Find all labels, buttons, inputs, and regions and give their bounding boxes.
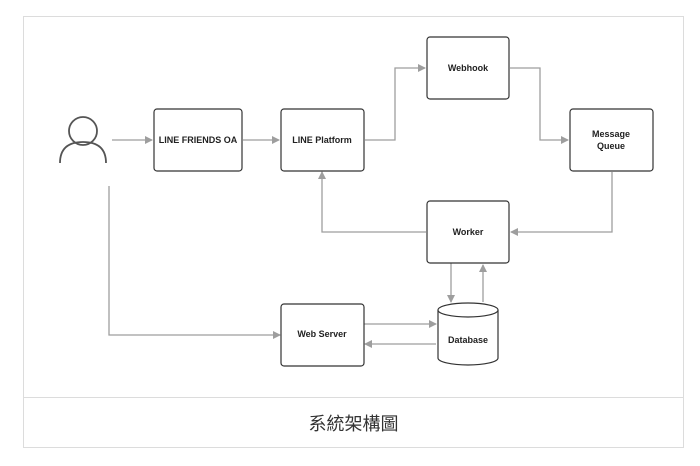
node-database: Database	[437, 302, 499, 366]
node-worker: Worker	[426, 200, 510, 264]
edge-worker-platform	[318, 171, 426, 233]
node-webhook: Webhook	[426, 36, 510, 100]
diagram-caption: 系統架構圖	[23, 397, 684, 448]
node-label: Worker	[453, 227, 484, 237]
node-web-server: Web Server	[280, 303, 365, 367]
node-label-line2: Queue	[597, 141, 625, 151]
node-label: Database	[448, 335, 488, 345]
edge-queue-worker	[510, 172, 613, 236]
caption-text: 系統架構圖	[308, 413, 399, 435]
edge-platform-webhook	[365, 64, 426, 141]
node-message-queue: Message Queue	[569, 108, 654, 172]
node-line-friends-oa: LINE FRIENDS OA	[153, 108, 243, 172]
node-label: Webhook	[448, 63, 489, 73]
node-label: LINE FRIENDS OA	[159, 135, 238, 145]
node-line-platform: LINE Platform	[280, 108, 365, 172]
node-label: LINE Platform	[292, 135, 352, 145]
edge-webhook-queue	[510, 67, 569, 144]
edge-user-webserver	[108, 186, 281, 339]
person-icon	[59, 116, 107, 164]
node-label: Web Server	[297, 329, 347, 339]
node-label-line1: Message	[592, 129, 630, 139]
